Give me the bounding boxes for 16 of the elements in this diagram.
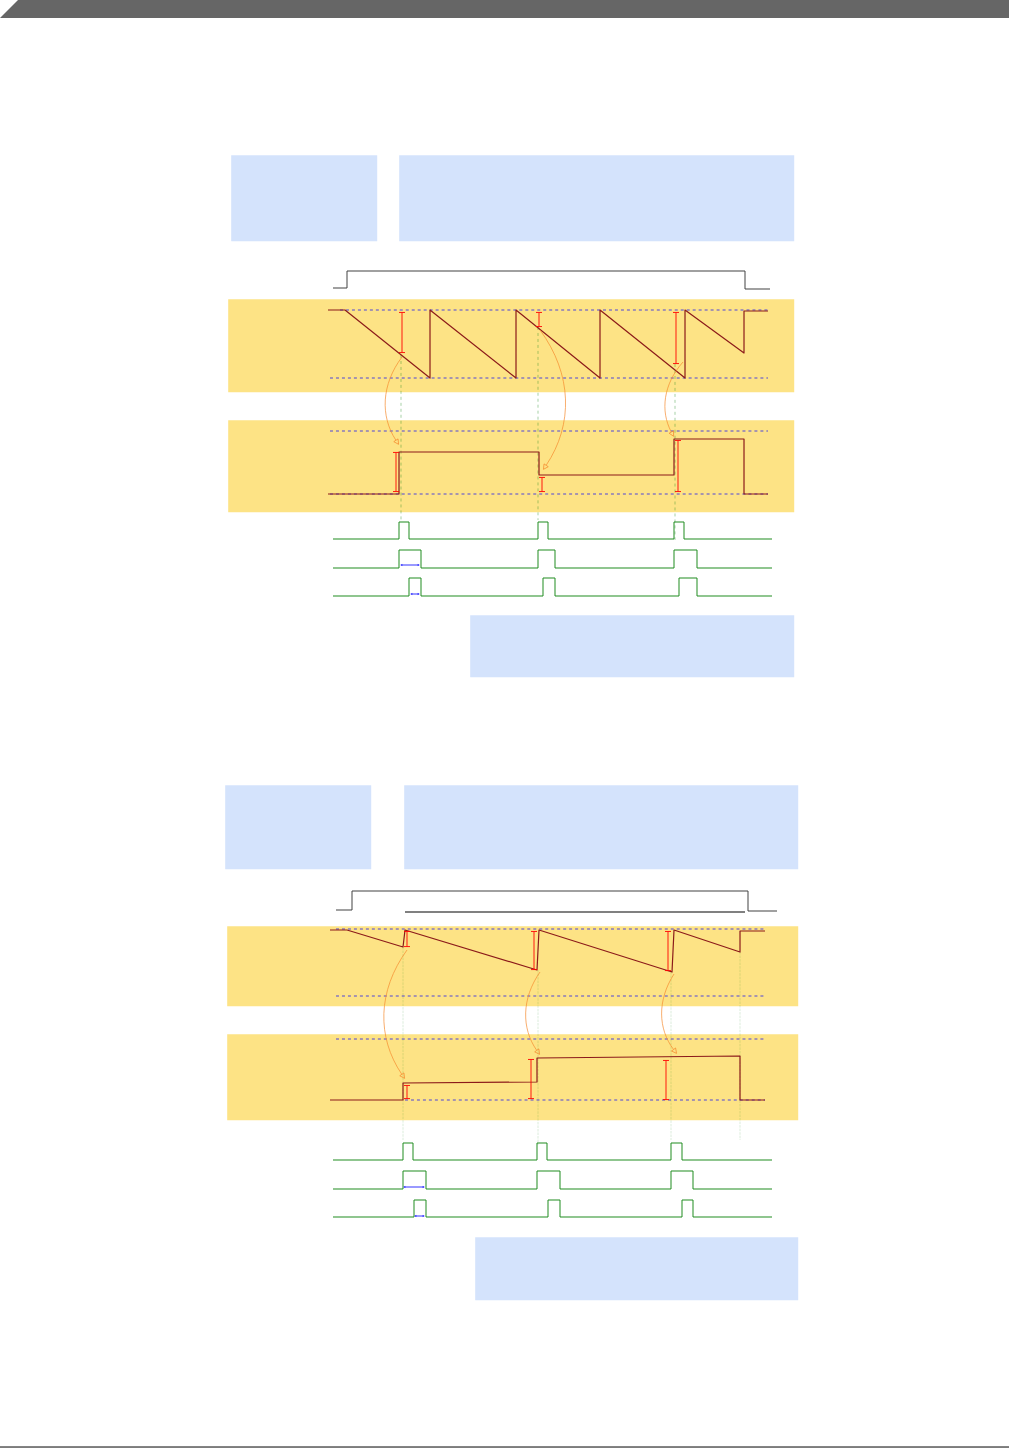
text-box	[404, 785, 799, 870]
text-box	[399, 155, 795, 242]
text-box	[225, 785, 372, 870]
arrow	[661, 973, 677, 1054]
text-box	[470, 615, 795, 678]
text-box	[475, 1237, 799, 1301]
arrow	[383, 949, 408, 1079]
arrow	[664, 361, 684, 437]
signal-band	[228, 420, 795, 513]
arrow	[539, 329, 566, 470]
text-box	[231, 155, 378, 242]
arrow	[384, 356, 403, 445]
signal-band	[227, 1034, 799, 1121]
signal-band	[228, 299, 795, 393]
arrow	[525, 971, 541, 1055]
signal-band	[227, 926, 799, 1007]
